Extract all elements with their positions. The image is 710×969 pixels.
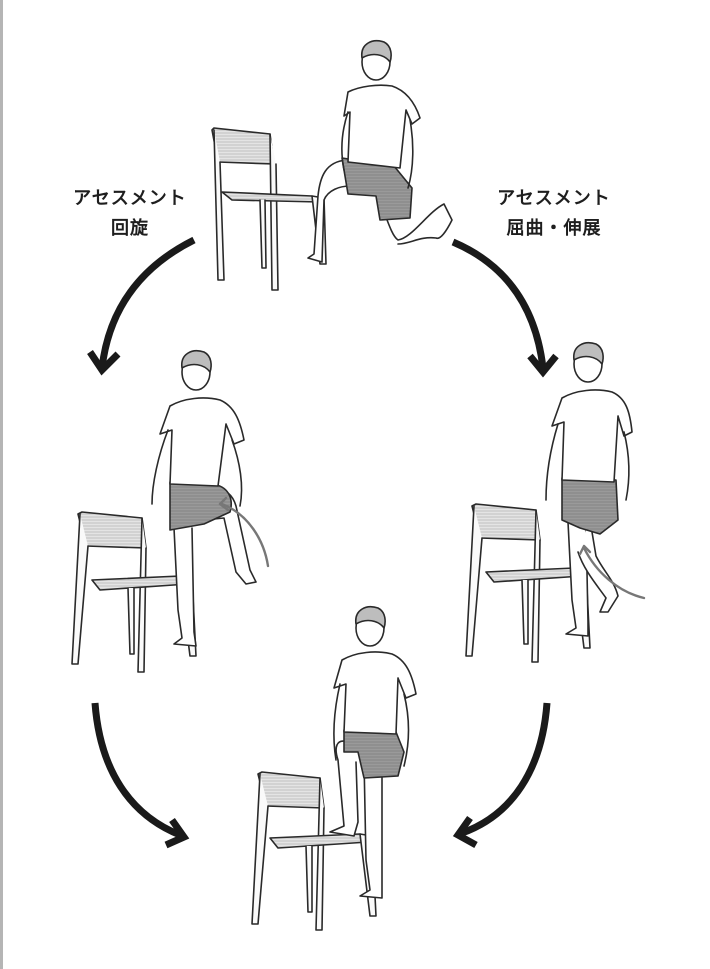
- rotation-motion-arrow-icon: [218, 496, 270, 568]
- label-flexion-extension-assessment: アセスメント 屈曲・伸展: [492, 184, 616, 244]
- label-flexion-line1: アセスメント: [497, 188, 611, 209]
- arrow-right-to-bottom-icon: [452, 702, 551, 849]
- label-rotation-assessment: アセスメント 回旋: [68, 184, 192, 244]
- figure-left-hip-rotation: [71, 350, 270, 673]
- figure-top-lunge: [211, 40, 453, 291]
- arrow-top-to-right-icon: [451, 238, 559, 378]
- label-rotation-line1: アセスメント: [73, 188, 187, 209]
- chair-icon: [211, 127, 327, 291]
- arrow-top-to-left-icon: [87, 236, 196, 376]
- figure-right-knee-flexion: [465, 342, 646, 663]
- arrow-left-to-bottom-icon: [91, 702, 190, 849]
- flexion-motion-arrow-icon: [578, 544, 646, 600]
- figure-bottom-step-up: [251, 606, 417, 931]
- chair-icon: [251, 771, 377, 931]
- label-rotation-line2: 回旋: [111, 218, 149, 239]
- page-edge-border: [0, 0, 3, 969]
- chair-icon: [71, 511, 197, 673]
- label-flexion-line2: 屈曲・伸展: [506, 218, 602, 239]
